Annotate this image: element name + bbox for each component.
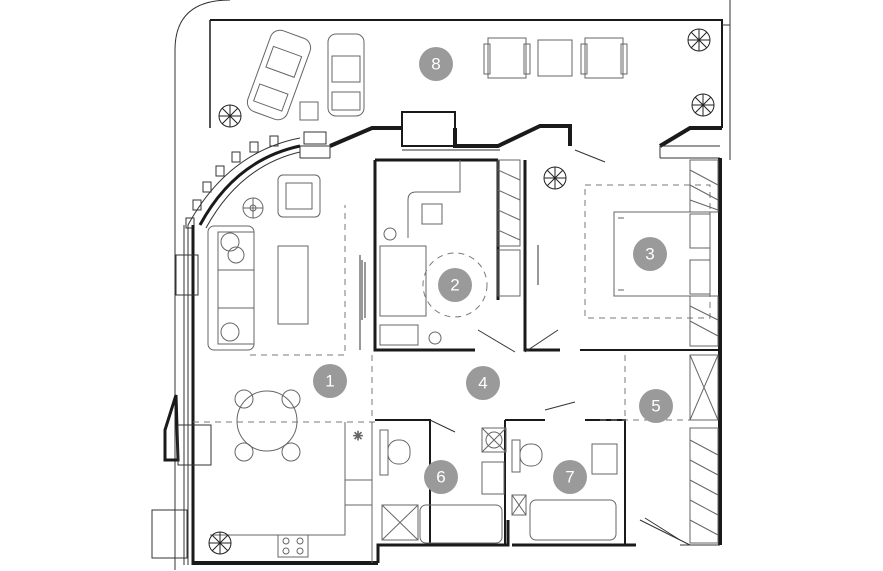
room-marker-5: 5 bbox=[639, 389, 673, 423]
room-marker-6: 6 bbox=[424, 460, 458, 494]
dining-table-icon bbox=[234, 389, 301, 462]
plant-icon bbox=[687, 28, 711, 52]
outdoor-furniture bbox=[483, 37, 628, 79]
car-icon bbox=[327, 33, 365, 117]
window-frames bbox=[185, 131, 327, 229]
room-marker-2: 2 bbox=[438, 268, 472, 302]
svg-text:✳: ✳ bbox=[353, 429, 363, 443]
kitchen-counter: ✳ bbox=[210, 422, 373, 563]
sofa-icon bbox=[207, 225, 255, 351]
svg-text:4: 4 bbox=[478, 374, 487, 393]
coffee-table bbox=[277, 245, 309, 325]
terrace-area bbox=[174, 0, 731, 570]
internal-walls bbox=[359, 158, 720, 545]
door-swings bbox=[361, 245, 681, 541]
bathroom-fixtures bbox=[379, 427, 618, 544]
armchair-icon bbox=[277, 174, 321, 218]
wardrobe-icon bbox=[689, 159, 719, 347]
svg-text:8: 8 bbox=[431, 55, 440, 74]
svg-text:2: 2 bbox=[450, 276, 459, 295]
plant-icon bbox=[218, 104, 242, 128]
plant-icon bbox=[691, 93, 715, 117]
outer-walls bbox=[151, 111, 722, 565]
svg-text:6: 6 bbox=[436, 468, 445, 487]
car-icon bbox=[246, 29, 312, 121]
closet-icon bbox=[689, 354, 719, 544]
svg-text:5: 5 bbox=[651, 397, 660, 416]
svg-text:3: 3 bbox=[645, 245, 654, 264]
zone-lines bbox=[193, 184, 711, 423]
svg-text:1: 1 bbox=[325, 372, 334, 391]
plant-icon bbox=[543, 166, 567, 190]
wardrobe-icon bbox=[497, 159, 521, 297]
room-marker-3: 3 bbox=[633, 237, 667, 271]
room-marker-4: 4 bbox=[466, 366, 500, 400]
lamp-icon bbox=[242, 197, 264, 219]
bed-icon bbox=[613, 211, 711, 297]
desk-icon bbox=[379, 160, 488, 346]
room-marker-8: 8 bbox=[419, 47, 453, 81]
plant-icon bbox=[208, 531, 232, 555]
room-marker-1: 1 bbox=[313, 364, 347, 398]
room-marker-7: 7 bbox=[553, 460, 587, 494]
svg-text:7: 7 bbox=[565, 468, 574, 487]
